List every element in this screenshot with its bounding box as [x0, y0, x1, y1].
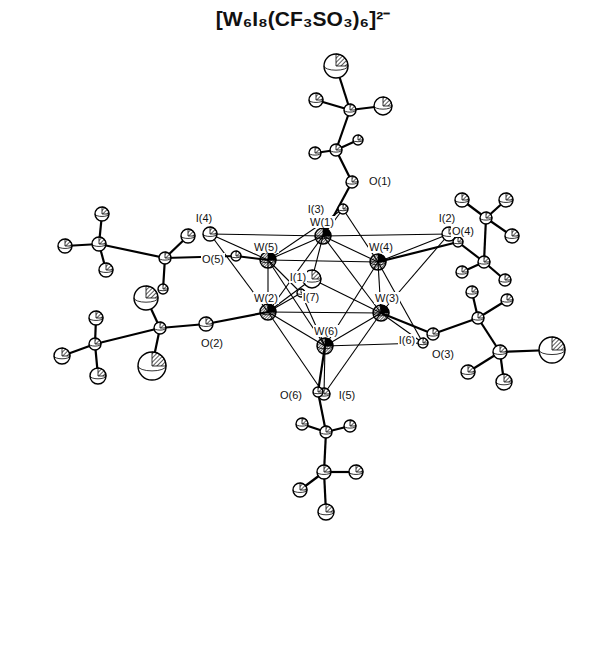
- cluster-bond: [312, 279, 381, 313]
- atom-label: W(2): [253, 292, 279, 304]
- atom-ellipsoid: [466, 286, 478, 298]
- atom-label: I(7): [302, 291, 321, 303]
- formula-title: [W₆I₈(CF₃SO₃)₆]²⁻: [216, 6, 390, 32]
- atom-ellipsoid: [344, 420, 356, 432]
- ligand-bond: [206, 312, 268, 324]
- atom-ellipsoid: [99, 263, 113, 277]
- atom-ellipsoid: [453, 237, 463, 247]
- cluster-bond: [343, 209, 378, 262]
- atom-ellipsoid: [159, 252, 171, 264]
- atom-ellipsoid: [260, 304, 276, 320]
- atom-ellipsoid: [501, 294, 513, 306]
- cluster-bond: [323, 234, 449, 236]
- atom-ellipsoid: [318, 504, 334, 520]
- atom-ellipsoid: [373, 305, 389, 321]
- atom-label: I(3): [307, 203, 326, 215]
- atom-ellipsoid: [54, 348, 70, 364]
- atom-ellipsoid: [317, 465, 331, 479]
- atom-label: O(3): [431, 348, 455, 360]
- cluster-bond: [268, 209, 343, 260]
- atom-label: I(1): [289, 271, 308, 283]
- ligand-bond: [95, 328, 160, 344]
- atom-ellipsoid: [344, 104, 356, 116]
- atom-ellipsoid: [138, 352, 166, 380]
- atom-ellipsoid: [158, 284, 168, 294]
- atom-ellipsoid: [370, 254, 386, 270]
- atom-ellipsoid: [505, 229, 519, 243]
- atom-label: W(1): [309, 216, 335, 228]
- atom-ellipsoid: [58, 239, 72, 253]
- atom-ellipsoid: [499, 274, 511, 286]
- atom-label: O(1): [368, 175, 392, 187]
- cluster-bond: [268, 260, 378, 262]
- atom-ellipsoid: [353, 135, 363, 145]
- ligand-bond: [99, 244, 165, 258]
- atom-ellipsoid: [455, 193, 469, 207]
- atom-ellipsoid: [456, 266, 468, 278]
- atom-label: I(6): [398, 334, 417, 346]
- cluster-bond: [268, 312, 381, 313]
- atom-label: W(4): [368, 241, 394, 253]
- atom-label: I(4): [195, 212, 214, 224]
- atom-ellipsoid: [539, 337, 565, 363]
- atom-ellipsoid: [199, 317, 213, 331]
- atom-ellipsoid: [349, 465, 363, 479]
- atom-ellipsoid: [154, 322, 166, 334]
- ligand-bond: [433, 318, 478, 334]
- atom-label: O(4): [451, 225, 475, 237]
- atom-ellipsoid: [324, 54, 348, 78]
- atom-label: W(6): [313, 325, 339, 337]
- atom-ellipsoid: [472, 312, 484, 324]
- atom-ellipsoid: [496, 374, 512, 390]
- atom-ellipsoid: [309, 93, 323, 107]
- atom-ellipsoid: [309, 147, 321, 159]
- atom-ellipsoid: [317, 338, 333, 354]
- atom-ellipsoid: [346, 176, 358, 188]
- atom-ellipsoid: [90, 368, 106, 384]
- atom-ellipsoid: [493, 345, 507, 359]
- atom-ellipsoid: [374, 97, 392, 115]
- atom-ellipsoid: [315, 228, 331, 244]
- atom-ellipsoid: [499, 193, 513, 207]
- atom-ellipsoid: [427, 328, 439, 340]
- atom-ellipsoid: [418, 338, 428, 348]
- atom-ellipsoid: [134, 286, 158, 310]
- atom-ellipsoid: [89, 338, 101, 350]
- atom-label: I(5): [338, 389, 357, 401]
- atom-ellipsoid: [260, 252, 276, 268]
- atom-ellipsoid: [203, 227, 217, 241]
- atom-ellipsoid: [181, 229, 195, 243]
- atom-label: W(3): [374, 292, 400, 304]
- atom-ellipsoid: [461, 365, 475, 379]
- atom-ellipsoid: [330, 144, 342, 156]
- atom-label: O(6): [279, 389, 303, 401]
- atom-ellipsoid: [293, 483, 307, 497]
- atom-ellipsoid: [480, 212, 492, 224]
- atom-ellipsoid: [313, 387, 323, 397]
- atom-label: W(5): [253, 241, 279, 253]
- atom-ellipsoid: [92, 237, 106, 251]
- atom-label: O(5): [201, 253, 225, 265]
- atom-ellipsoid: [478, 256, 490, 268]
- atom-label: O(2): [200, 337, 224, 349]
- atom-ellipsoid: [231, 251, 241, 261]
- atom-ellipsoid: [338, 204, 348, 214]
- atom-ellipsoid: [296, 418, 308, 430]
- atom-label: I(2): [438, 212, 457, 224]
- atom-ellipsoid: [95, 207, 109, 221]
- atom-ellipsoid: [320, 426, 332, 438]
- atom-ellipsoid: [89, 311, 103, 325]
